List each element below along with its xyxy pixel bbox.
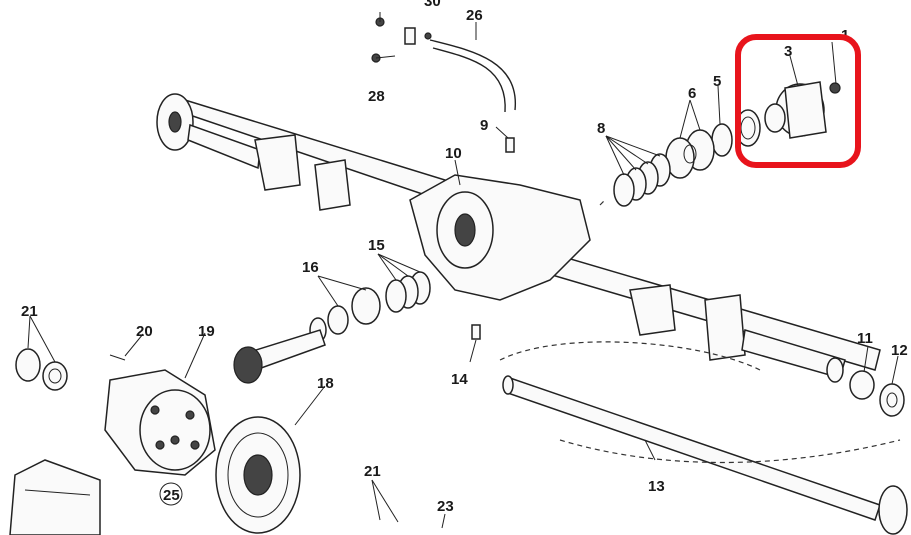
callout-16: 16 (302, 259, 319, 276)
highlight-box (735, 34, 861, 168)
differential-case (104, 354, 216, 476)
axle-housing (156, 93, 881, 383)
callout-25-circle (159, 482, 183, 506)
breather-assembly (371, 12, 516, 340)
callout-21-left: 21 (21, 303, 38, 320)
callout-13: 13 (648, 478, 665, 495)
callout-11: 11 (857, 330, 873, 347)
shims-and-seal (309, 271, 431, 343)
diff-cover (9, 459, 101, 535)
callout-25: 25 (163, 487, 180, 504)
callout-19: 19 (198, 323, 215, 340)
callout-5: 5 (713, 73, 721, 90)
pinion-and-ring-gear (215, 329, 326, 534)
callout-3: 3 (784, 43, 792, 60)
bearing-left (15, 348, 68, 391)
callout-12: 12 (891, 342, 908, 359)
callout-8: 8 (597, 120, 605, 137)
callout-18: 18 (317, 375, 334, 392)
callout-9: 9 (480, 117, 488, 134)
callout-15: 15 (368, 237, 385, 254)
bearings-upper-right (599, 123, 733, 207)
callout-21-bottom: 21 (364, 463, 381, 480)
hub-flange-assembly (735, 81, 841, 147)
callout-6: 6 (688, 85, 696, 102)
axle-shaft (499, 341, 908, 535)
callout-26: 26 (466, 7, 483, 24)
callout-30: 30 (424, 0, 441, 10)
callout-20: 20 (136, 323, 153, 340)
callout-23: 23 (437, 498, 454, 515)
callout-28: 28 (368, 88, 385, 105)
leader-lines (27, 22, 899, 529)
right-small-parts (849, 370, 905, 417)
callout-10: 10 (445, 145, 462, 162)
callout-14: 14 (451, 371, 468, 388)
callout-labels: 1 3 5 6 8 9 10 11 12 13 14 15 16 18 19 2… (21, 0, 908, 515)
